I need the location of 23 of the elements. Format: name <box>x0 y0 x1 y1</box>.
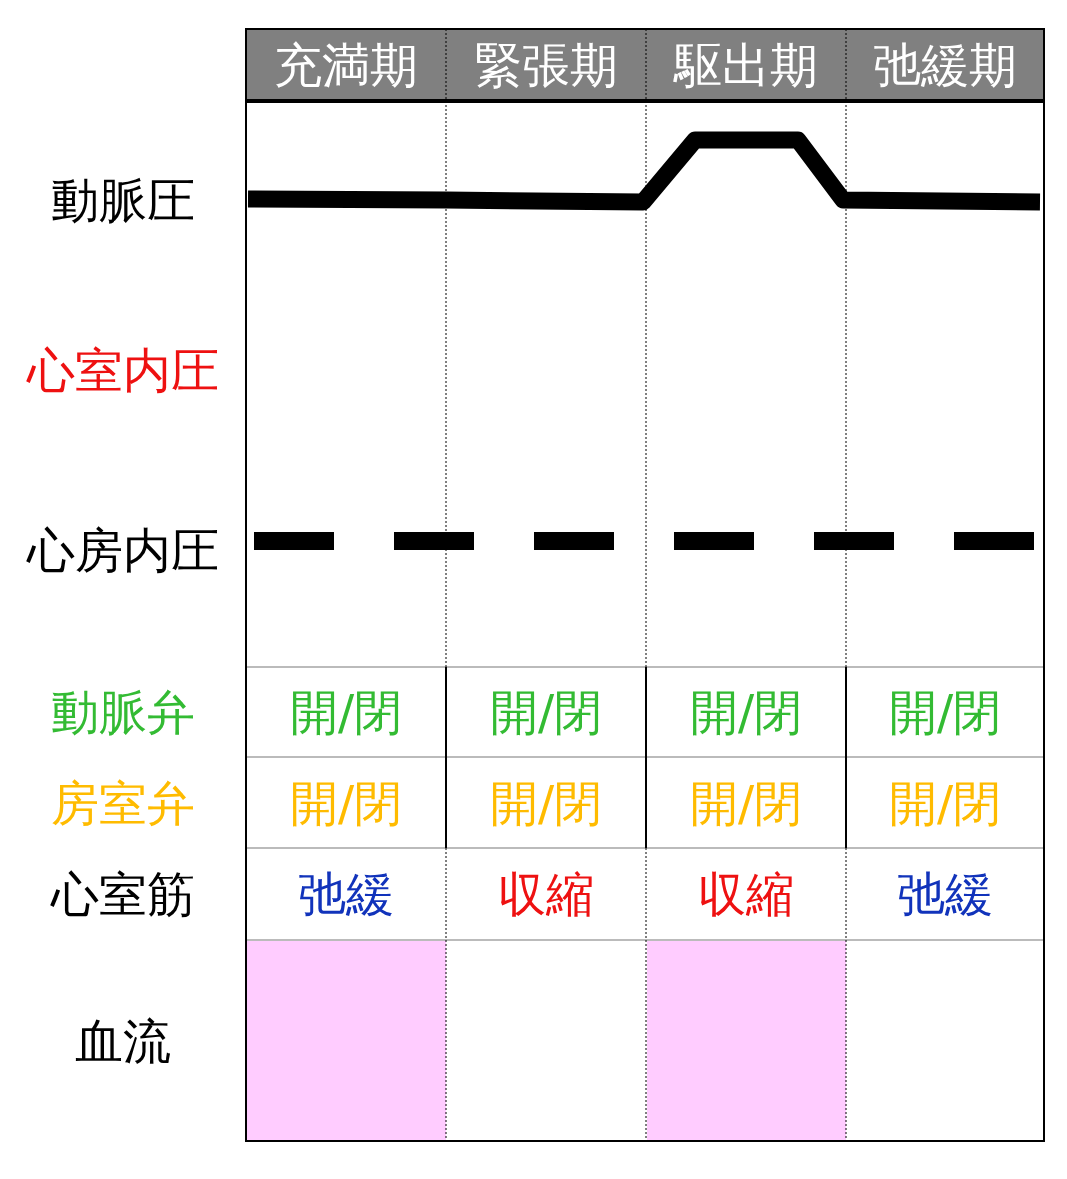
muscle-state: 弛緩 <box>897 870 993 918</box>
row-label: 房室弁 <box>51 778 195 827</box>
row-label: 動脈圧 <box>51 176 195 224</box>
valve-state: 開/閉 <box>888 778 1002 827</box>
row-label: 動脈弁 <box>51 688 195 736</box>
column-header: 充満期 <box>274 41 418 89</box>
valve-state: 開/閉 <box>689 778 803 827</box>
valve-state: 開/閉 <box>888 688 1002 736</box>
column-header: 駆出期 <box>674 41 818 89</box>
row-label: 心室筋 <box>51 870 195 918</box>
row-label: 血流 <box>75 1016 171 1065</box>
muscle-state: 弛緩 <box>298 870 394 918</box>
row-label: 心室内圧 <box>27 346 219 394</box>
valve-state: 開/閉 <box>489 688 603 736</box>
row-label: 心房内圧 <box>27 526 219 574</box>
valve-state: 開/閉 <box>289 688 403 736</box>
column-header: 緊張期 <box>474 41 618 89</box>
muscle-state: 収縮 <box>498 870 594 918</box>
column-header: 弛緩期 <box>873 41 1017 89</box>
valve-state: 開/閉 <box>289 778 403 827</box>
valve-state: 開/閉 <box>489 778 603 827</box>
valve-state: 開/閉 <box>689 688 803 736</box>
muscle-state: 収縮 <box>698 870 794 918</box>
